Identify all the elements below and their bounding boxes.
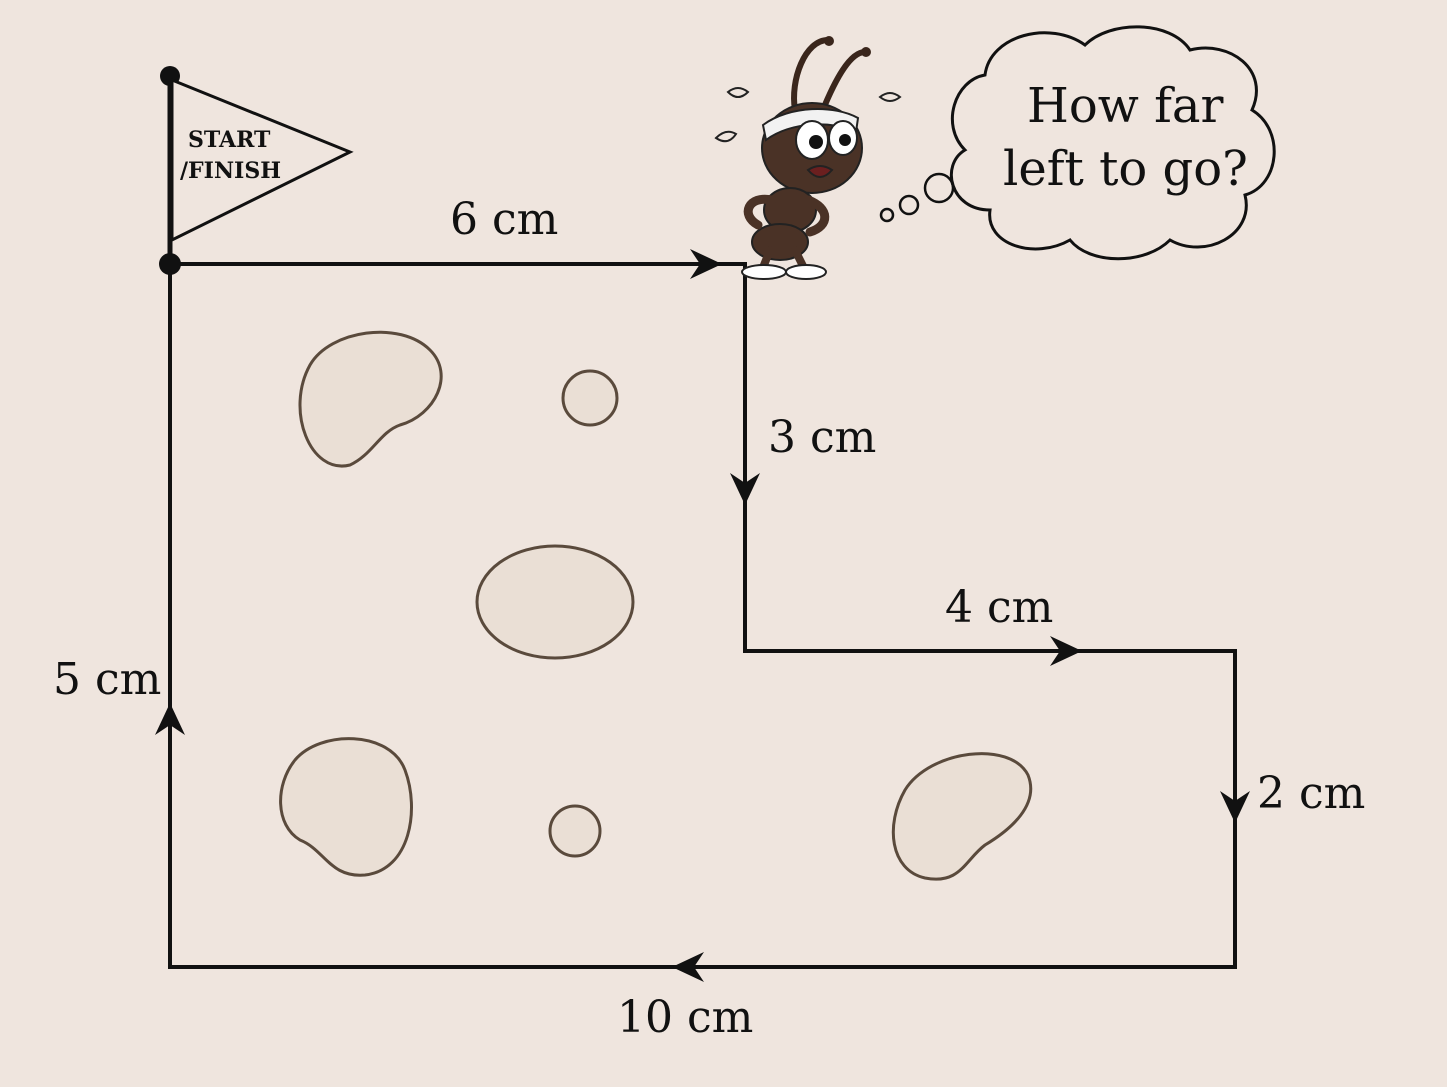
label-2cm: 2 cm <box>1257 768 1365 819</box>
cheese-hole <box>475 544 635 660</box>
cheese-hole <box>548 804 602 858</box>
arrow-right-icon <box>690 249 722 279</box>
thought-cloud <box>949 25 1276 261</box>
flag-pennant <box>170 77 354 243</box>
sweat-drop-icon <box>726 87 750 98</box>
flag-text-start: START <box>188 127 271 153</box>
sweat-drop-icon <box>878 92 902 102</box>
arrow-right-icon <box>1050 636 1082 666</box>
arrowheads <box>155 249 1250 982</box>
sweat-drop-icon <box>714 130 738 143</box>
label-6cm: 6 cm <box>450 194 558 245</box>
cheese-hole <box>279 737 413 877</box>
thought-bubble: How far left to go? <box>879 25 1276 261</box>
label-5cm: 5 cm <box>53 654 161 705</box>
start-point-dot <box>159 253 181 275</box>
cheese-hole <box>298 330 443 468</box>
arrow-down-icon <box>1220 791 1250 823</box>
cheese-hole <box>561 369 619 427</box>
cheese-holes <box>279 330 1033 881</box>
thought-dot <box>898 194 920 216</box>
thought-dot <box>923 172 955 204</box>
label-4cm: 4 cm <box>945 582 1053 633</box>
ant-character <box>714 36 902 280</box>
start-finish-flag: START /FINISH <box>159 66 354 275</box>
thought-text-line2: left to go? <box>1003 141 1248 197</box>
arrow-up-icon <box>155 703 185 735</box>
cheese-hole <box>891 752 1033 881</box>
arrow-down-icon <box>730 473 760 505</box>
label-3cm: 3 cm <box>768 412 876 463</box>
path-outline <box>168 262 1237 969</box>
arrow-left-icon <box>672 952 704 982</box>
flag-text-finish: /FINISH <box>180 158 281 184</box>
thought-dot <box>879 207 895 223</box>
label-10cm: 10 cm <box>617 992 753 1043</box>
thought-text-line1: How far <box>1027 78 1223 134</box>
